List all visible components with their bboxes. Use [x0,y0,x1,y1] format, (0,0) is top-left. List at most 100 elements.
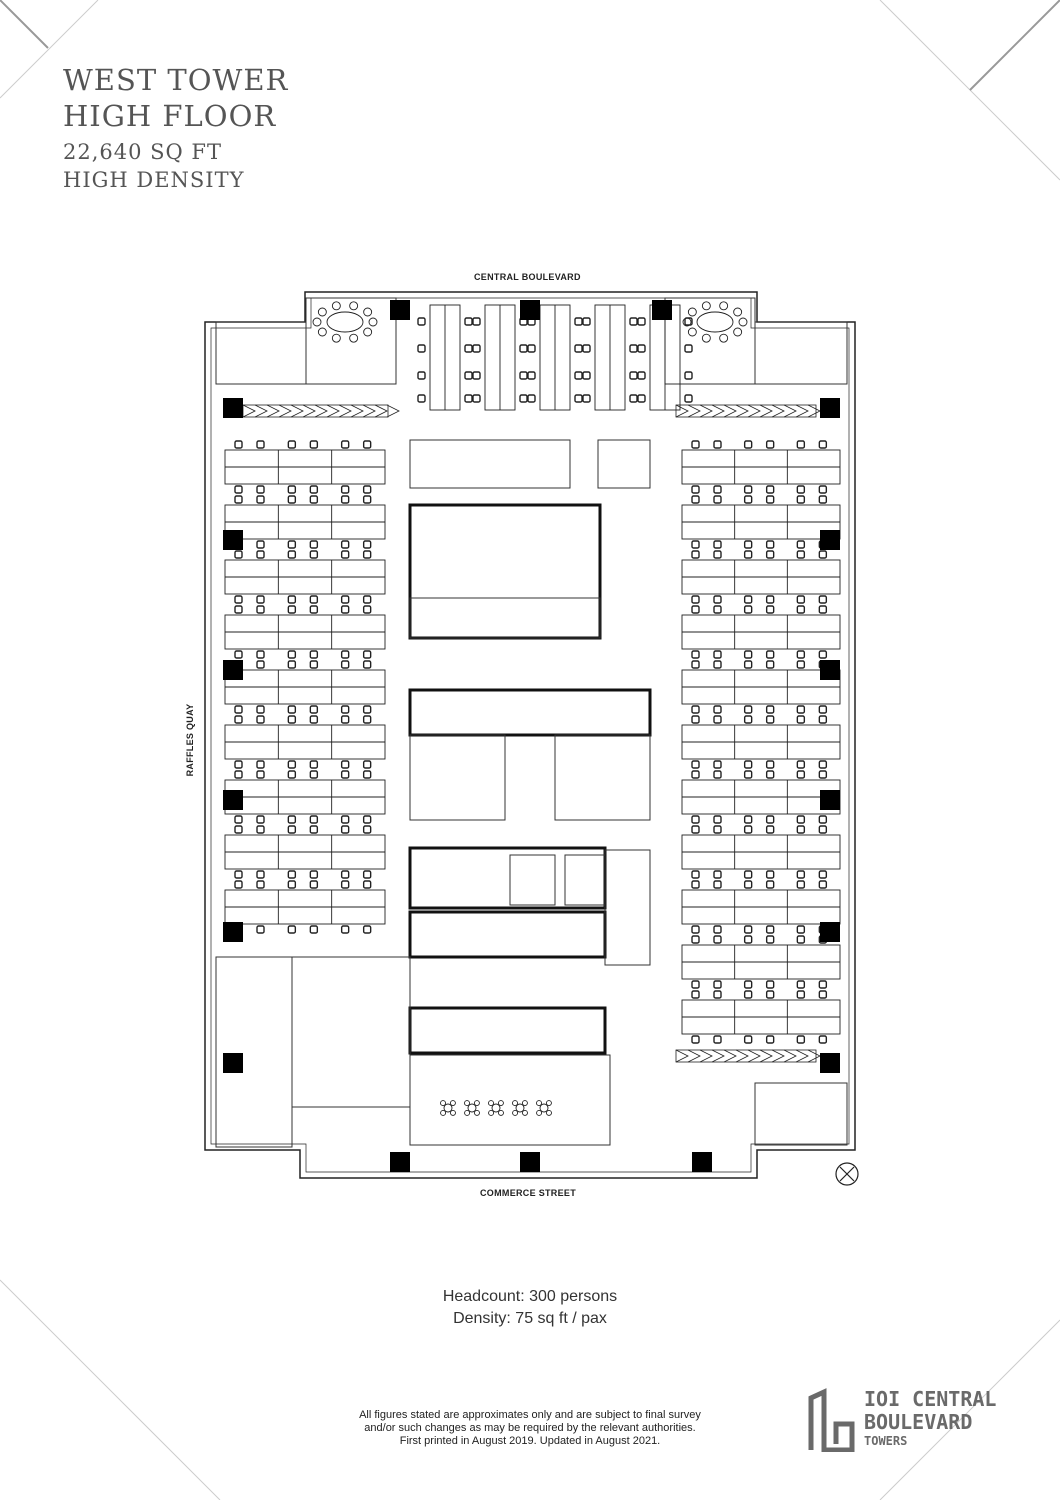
chair-icon [765,1035,775,1044]
chair-icon [743,595,753,604]
chair-icon [743,440,753,449]
chair-icon [765,540,775,549]
chair-icon [818,760,828,769]
structural-column [223,790,243,810]
chair-icon [733,307,743,317]
workstation-cluster [224,825,386,879]
brand-logo: IOI CENTRAL BOULEVARD TOWERS [808,1388,996,1452]
chair-icon [818,715,828,724]
chair-icon [256,605,265,614]
chair-icon [796,760,806,769]
meeting-table [312,301,378,343]
chair-icon [309,605,319,614]
chair-icon [256,880,265,889]
building-logo-icon [808,1388,855,1452]
chair-icon [796,990,806,999]
chair-icon [701,333,711,343]
chair-icon [464,1110,471,1116]
chair-icon [684,394,693,403]
chair-icon [713,935,722,944]
structural-column [820,660,840,680]
chair-icon [234,605,243,614]
chair-icon [536,1100,542,1107]
chair-icon [796,1035,806,1044]
chair-icon [691,935,700,944]
chair-icon [340,485,350,494]
capacity-stats: Headcount: 300 persons Density: 75 sq ft… [330,1286,730,1330]
chair-icon [362,715,372,724]
chair-icon [765,935,775,944]
chair-icon [713,925,722,934]
floor-area: 22,640 SQ FT [63,140,223,164]
chair-icon [713,815,722,824]
chair-icon [474,1109,480,1116]
chair-icon [637,371,646,380]
chair-icon [234,760,243,769]
chair-icon [473,1100,480,1106]
chair-icon [818,990,828,999]
chair-icon [713,660,722,669]
chair-icon [256,540,265,549]
chair-icon [449,1100,456,1106]
chair-icon [256,715,265,724]
workstation-cluster [681,660,841,714]
chair-icon [796,605,806,614]
workstation-cluster [681,990,841,1044]
chair-icon [256,705,265,714]
chair-icon [472,394,481,403]
chair-icon [691,440,700,449]
chair-icon [464,371,473,380]
chair-icon [713,650,722,659]
chair-icon [234,495,243,504]
chair-icon [417,344,426,353]
chair-icon [256,650,265,659]
chair-icon [574,317,583,326]
chair-icon [818,650,828,659]
chair-icon [527,371,536,380]
chair-icon [340,550,350,559]
chair-icon [340,770,350,779]
title-floor: HIGH FLOOR [63,99,277,133]
chair-icon [713,870,722,879]
cafe-table [512,1100,528,1116]
chair-icon [519,344,528,353]
chair-icon [256,825,265,834]
chair-icon [713,595,722,604]
cafe-table [536,1100,552,1116]
chair-icon [743,540,753,549]
chair-icon [574,394,583,403]
chair-icon [340,650,350,659]
chair-icon [340,595,350,604]
chair-icon [368,317,378,327]
chair-icon [765,870,775,879]
workstation-cluster [224,715,386,769]
workstation-cluster [681,880,841,934]
chair-icon [234,825,243,834]
chair-icon [362,870,372,879]
chair-icon [234,595,243,604]
workstation-cluster [681,770,841,824]
workstation-cluster [527,304,583,411]
cafe-table [464,1100,480,1116]
chair-icon [527,344,536,353]
chair-icon [363,327,373,337]
chair-icon [340,660,350,669]
chair-icon [818,825,828,834]
chair-icon [440,1100,446,1107]
chair-icon [362,440,372,449]
chair-icon [287,870,297,879]
chair-icon [629,371,638,380]
chair-icon [818,870,828,879]
chair-icon [234,715,243,724]
chair-icon [309,925,319,934]
chair-icon [234,705,243,714]
chair-icon [309,485,319,494]
logo-line2: BOULEVARD [864,1410,973,1434]
chair-icon [340,880,350,889]
chair-icon [765,815,775,824]
structural-column [520,1152,540,1172]
chair-icon [796,485,806,494]
chair-icon [362,770,372,779]
workstation-cluster [224,440,386,494]
chair-icon [818,485,828,494]
